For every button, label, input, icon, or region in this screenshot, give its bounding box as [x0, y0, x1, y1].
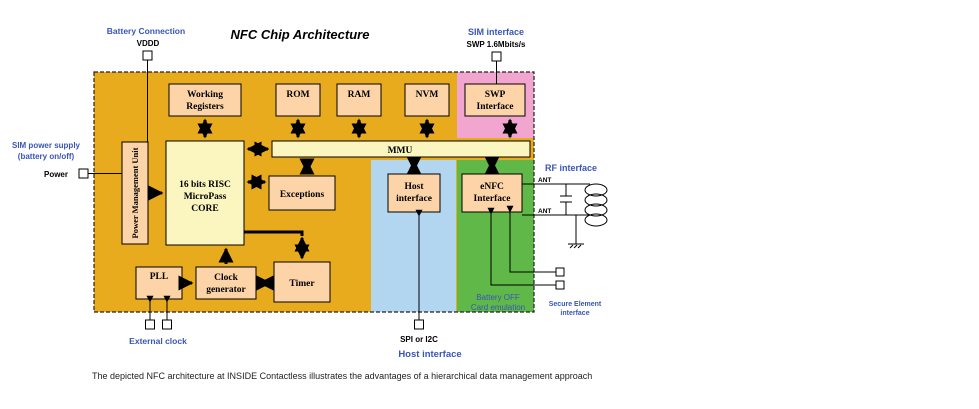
chip-boundary — [93, 71, 535, 313]
figure-caption: The depicted NFC architecture at INSIDE … — [92, 371, 593, 381]
power-pin — [78, 168, 89, 179]
power-management-unit-block: Power Management Unit — [121, 141, 149, 245]
enfc-interface-block: eNFC Interface — [461, 173, 523, 213]
svg-text:Host: Host — [405, 182, 425, 192]
power-label: Power — [44, 170, 68, 179]
risc-core-block: 16 bits RISC MicroPass CORE — [165, 140, 245, 246]
sim-interface-label: SIM interface — [468, 27, 524, 37]
svg-text:Interface: Interface — [477, 102, 514, 112]
secure-element-label: Secure Element — [549, 301, 602, 308]
svg-text:Interface: Interface — [474, 194, 511, 204]
ram-block: RAM — [336, 83, 382, 117]
battery-on-off-label: (battery on/off) — [18, 152, 75, 161]
svg-text:ROM: ROM — [286, 90, 309, 100]
swp-pin — [491, 51, 502, 62]
svg-text:Exceptions: Exceptions — [280, 190, 325, 200]
svg-text:generator: generator — [206, 285, 246, 295]
secure-element-wires — [487, 205, 565, 290]
secure-element-interface-label: interface — [560, 310, 589, 317]
swp-rate-label: SWP 1.6Mbits/s — [467, 40, 527, 49]
svg-text:Timer: Timer — [289, 279, 315, 289]
ant-label-2: ANT — [538, 208, 551, 215]
mmu-bus: MMU — [271, 140, 531, 158]
vddd-label: VDDD — [137, 39, 160, 48]
host-interface-label: Host interface — [398, 349, 461, 360]
rom-block: ROM — [275, 83, 321, 117]
external-clock-label: External clock — [129, 336, 187, 346]
swp-interface-block: SWP Interface — [464, 83, 526, 117]
svg-text:Registers: Registers — [186, 102, 224, 112]
battery-connection-label: Battery Connection — [107, 26, 185, 36]
diagram-title: NFC Chip Architecture — [231, 27, 370, 42]
bus-arrows — [148, 118, 518, 291]
svg-text:16 bits RISC: 16 bits RISC — [179, 180, 231, 190]
svg-text:CORE: CORE — [191, 204, 218, 214]
host-interface-block: Host interface — [387, 173, 441, 213]
svg-text:interface: interface — [396, 194, 432, 204]
external-clock-pins — [145, 295, 172, 330]
svg-text:Clock: Clock — [214, 273, 238, 283]
antenna-circuit — [522, 183, 608, 249]
exceptions-block: Exceptions — [268, 175, 336, 211]
timer-block: Timer — [273, 261, 331, 303]
rf-interface-label: RF interface — [545, 163, 597, 173]
svg-text:MicroPass: MicroPass — [184, 192, 227, 202]
spi-i2c-pin — [414, 209, 424, 330]
sim-power-supply-label: SIM power supply — [12, 141, 81, 150]
battery-off-label: Battery OFF — [476, 293, 520, 302]
svg-text:RAM: RAM — [348, 90, 371, 100]
working-registers-block: Working Registers — [168, 83, 242, 117]
card-emulation-label: Card emulation — [471, 303, 525, 312]
svg-text:Power Management Unit: Power Management Unit — [130, 147, 140, 238]
vddd-pin — [142, 50, 153, 61]
clock-generator-block: Clock generator — [195, 266, 257, 300]
ant-label-1: ANT — [538, 177, 551, 184]
svg-text:MMU: MMU — [388, 146, 413, 156]
nvm-block: NVM — [404, 83, 450, 117]
svg-text:SWP: SWP — [485, 90, 506, 100]
pll-block: PLL — [135, 266, 183, 300]
svg-text:Working: Working — [187, 90, 223, 100]
spi-i2c-label: SPI or I2C — [400, 335, 438, 344]
svg-text:NVM: NVM — [416, 90, 439, 100]
svg-text:eNFC: eNFC — [480, 182, 504, 192]
svg-text:PLL: PLL — [150, 272, 168, 282]
